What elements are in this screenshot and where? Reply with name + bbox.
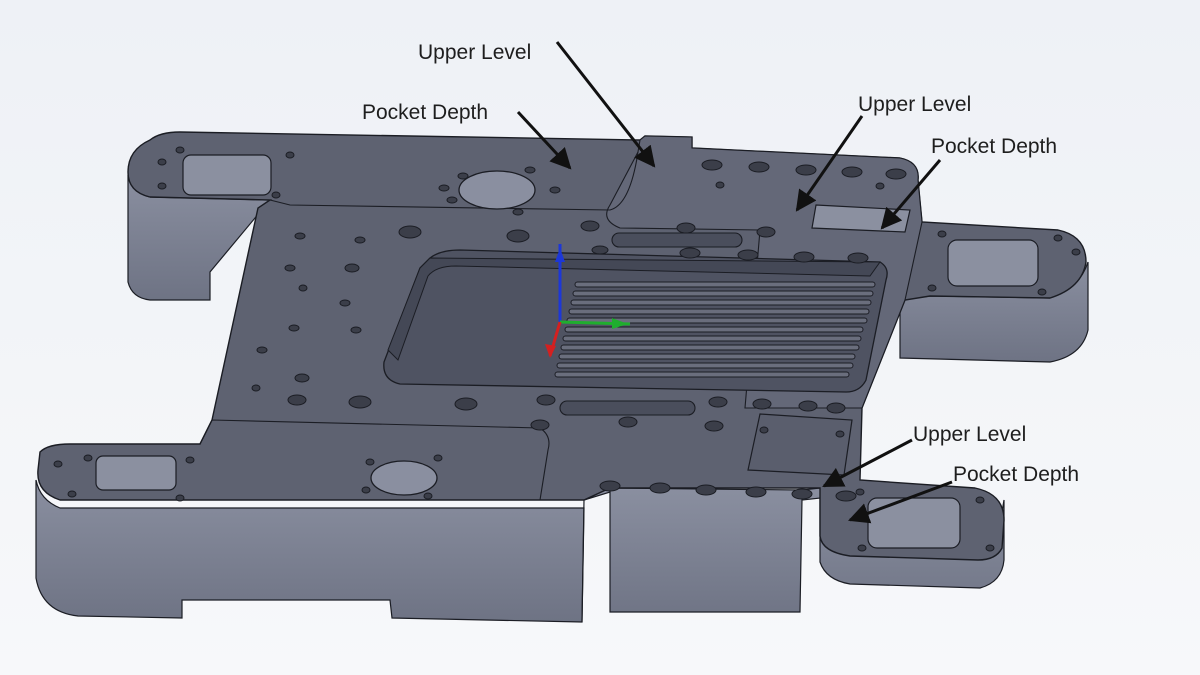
callout-pocket-depth-bottom-right: Pocket Depth bbox=[953, 463, 1080, 486]
callout-pocket-depth-top-left: Pocket Depth bbox=[362, 101, 489, 124]
callout-pocket-depth-right: Pocket Depth bbox=[931, 135, 1058, 158]
callout-upper-level-top: Upper Level bbox=[418, 41, 532, 64]
callout-upper-level-bottom-right: Upper Level bbox=[913, 423, 1027, 446]
top-slots bbox=[559, 232, 743, 416]
pocket-grooves bbox=[554, 281, 876, 378]
callout-upper-level-right: Upper Level bbox=[858, 93, 972, 116]
axis-triad-icon bbox=[545, 244, 631, 358]
pocket-inner-wall bbox=[387, 257, 881, 361]
large-bores bbox=[370, 170, 536, 496]
corner-pockets bbox=[95, 154, 1039, 549]
callout-arrow-icon bbox=[516, 41, 953, 524]
mounting-holes bbox=[53, 146, 1081, 552]
